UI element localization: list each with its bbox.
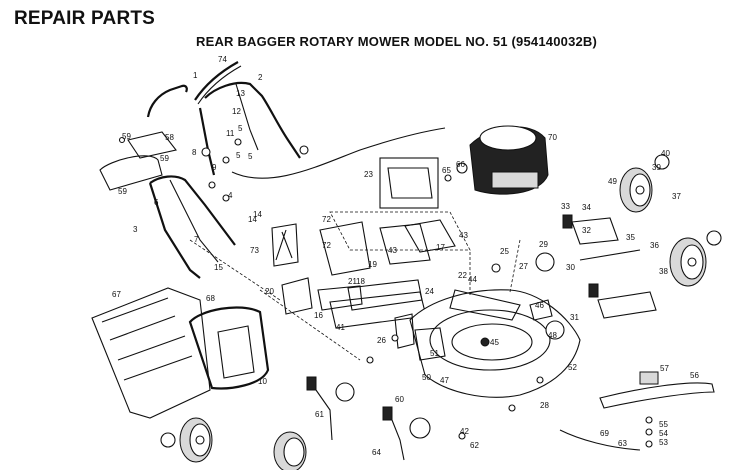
part-callout-23: 23 (364, 170, 373, 179)
part-callout-36: 36 (650, 241, 659, 250)
part-callout-46: 46 (535, 301, 544, 310)
part-callout-27: 27 (519, 262, 528, 271)
part-callout-5: 5 (238, 124, 243, 133)
part-callout-9: 9 (212, 163, 217, 172)
part-callout-70: 70 (548, 133, 557, 142)
front-wheels (160, 417, 307, 470)
part-callout-67: 67 (112, 290, 121, 299)
grass-bag (91, 287, 270, 419)
part-callout-8: 8 (192, 148, 197, 157)
part-callout-32: 32 (582, 226, 591, 235)
blade-assembly (559, 371, 715, 451)
part-callout-41: 41 (336, 323, 345, 332)
part-callout-26: 26 (377, 336, 386, 345)
part-callout-30: 30 (566, 263, 575, 272)
part-callout-62: 62 (470, 441, 479, 450)
part-callout-74: 74 (218, 55, 227, 64)
rear-wheels (619, 154, 722, 287)
part-callout-50: 50 (422, 373, 431, 382)
part-callout-35: 35 (626, 233, 635, 242)
part-callout-22: 22 (458, 271, 467, 280)
part-callout-58: 58 (165, 133, 174, 142)
part-callout-38: 38 (659, 267, 668, 276)
part-callout-10: 10 (258, 377, 267, 386)
part-callout-45: 45 (490, 338, 499, 347)
center-brackets (189, 211, 471, 361)
part-callout-44: 44 (468, 275, 477, 284)
part-callout-49: 49 (608, 177, 617, 186)
part-callout-12: 12 (232, 107, 241, 116)
part-callout-19: 19 (368, 260, 377, 269)
part-callout-51: 51 (430, 349, 439, 358)
part-callout-15: 15 (214, 263, 223, 272)
part-callout-28: 28 (540, 401, 549, 410)
part-callout-60: 60 (395, 395, 404, 404)
part-callout-21: 21 (348, 277, 357, 286)
part-callout-20: 20 (265, 287, 274, 296)
part-callout-55: 55 (659, 420, 668, 429)
part-callout-7: 7 (194, 235, 199, 244)
part-callout-33: 33 (561, 202, 570, 211)
part-callout-37: 37 (672, 192, 681, 201)
part-callout-59: 59 (118, 187, 127, 196)
part-callout-24: 24 (425, 287, 434, 296)
part-callout-65: 65 (442, 166, 451, 175)
mower-deck (394, 239, 581, 398)
part-callout-43: 43 (388, 246, 397, 255)
part-callout-57: 57 (660, 364, 669, 373)
part-callout-29: 29 (539, 240, 548, 249)
part-callout-14: 14 (248, 215, 257, 224)
part-callout-69: 69 (600, 429, 609, 438)
part-callout-17: 17 (436, 243, 445, 252)
handle-assembly (99, 61, 446, 279)
part-callout-6: 6 (154, 198, 159, 207)
part-callout-72: 72 (322, 241, 331, 250)
misc-parts (366, 263, 553, 440)
part-callout-52: 52 (568, 363, 577, 372)
part-callout-34: 34 (582, 203, 591, 212)
part-callout-73: 73 (250, 246, 259, 255)
part-callout-72: 72 (322, 215, 331, 224)
part-callout-56: 56 (690, 371, 699, 380)
part-callout-5: 5 (236, 151, 241, 160)
part-callout-5: 5 (248, 152, 253, 161)
engine-assembly (379, 125, 549, 209)
part-callout-61: 61 (315, 410, 324, 419)
part-callout-11: 11 (226, 129, 235, 138)
part-callout-1: 1 (193, 71, 198, 80)
part-callout-18: 18 (356, 277, 365, 286)
page-title: REPAIR PARTS (14, 8, 156, 29)
part-callout-53: 53 (659, 438, 668, 447)
part-callout-42: 42 (460, 427, 469, 436)
part-callout-66: 66 (456, 160, 465, 169)
part-callout-68: 68 (206, 294, 215, 303)
part-callout-64: 64 (372, 448, 381, 457)
part-callout-14: 14 (253, 210, 262, 219)
part-callout-63: 63 (618, 439, 627, 448)
part-callout-59: 59 (122, 132, 131, 141)
part-callout-43: 43 (459, 231, 468, 240)
part-callout-3: 3 (133, 225, 138, 234)
part-callout-40: 40 (661, 149, 670, 158)
page-subtitle: REAR BAGGER ROTARY MOWER MODEL NO. 51 (9… (196, 34, 598, 49)
height-adjusters (306, 214, 657, 461)
part-callout-2: 2 (258, 73, 263, 82)
part-callout-13: 13 (236, 89, 245, 98)
part-callout-59: 59 (160, 154, 169, 163)
part-callout-47: 47 (440, 376, 449, 385)
part-callout-4: 4 (228, 191, 233, 200)
part-callout-16: 16 (314, 311, 323, 320)
part-callout-25: 25 (500, 247, 509, 256)
part-callout-48: 48 (548, 331, 557, 340)
part-callout-31: 31 (570, 313, 579, 322)
part-callout-54: 54 (659, 429, 668, 438)
part-callout-39: 39 (652, 163, 661, 172)
